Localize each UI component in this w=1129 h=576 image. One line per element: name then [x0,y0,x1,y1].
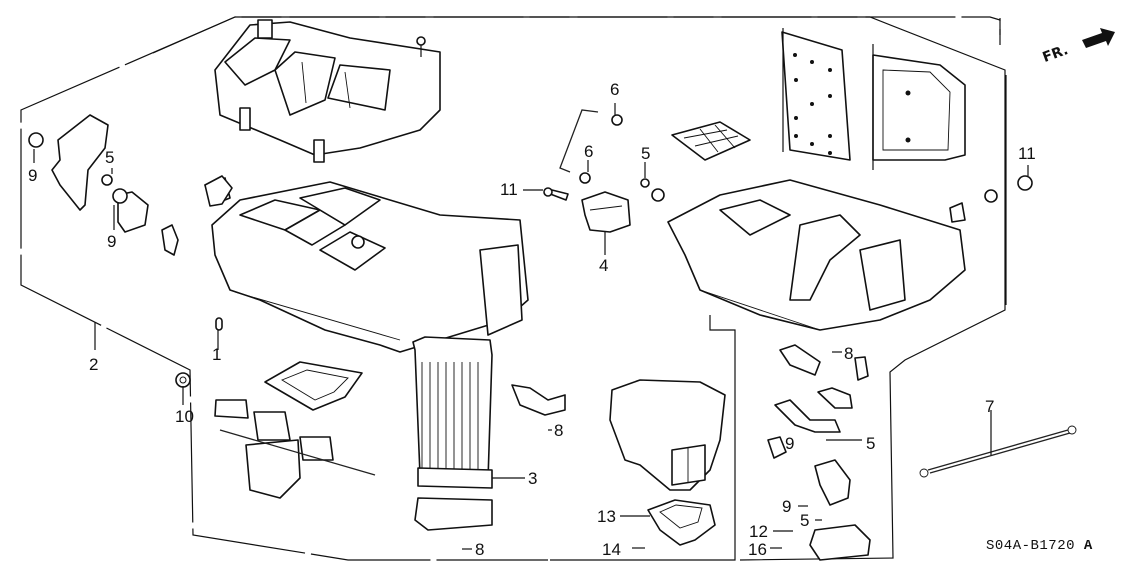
callout-3: 3 [528,469,538,488]
callout-10: 10 [175,407,194,426]
fasteners [215,114,665,331]
clip-icon [28,132,191,388]
callout-9: 9 [785,434,795,453]
grommet-and-clip [949,175,1033,223]
air-mix-door-panels [781,28,966,170]
callout-2: 2 [89,355,99,374]
callout-5: 5 [641,144,651,163]
callout-12: 11 [500,180,518,199]
heater-pipe-bracket [511,384,566,416]
cover [647,499,716,546]
callout-4: 4 [599,256,609,275]
diagram-code: S04A-B1720 A [986,538,1093,554]
diagram-revision: A [1083,538,1093,554]
callout-8: 8 [475,540,485,559]
lower-duct [609,379,726,491]
air-mix-door-lower [214,361,376,499]
linkage-rod [559,109,599,173]
control-cable [919,425,1077,478]
main-housing-left [204,177,529,353]
callout-1: 1 [212,345,222,364]
upper-duct-housing [214,19,441,163]
callout-13: 12 [749,522,768,541]
screw-top [416,36,426,57]
callout-16: 16 [748,540,767,559]
callout-9: 9 [107,232,117,251]
callout-11: 11 [1018,144,1036,163]
callout-5: 5 [105,148,115,167]
callout-5: 5 [800,511,810,530]
left-linkage-bracket [51,114,233,256]
right-lower-linkage [767,344,871,561]
callout-8: 8 [554,421,564,440]
callout-6: 6 [584,142,594,161]
main-housing-right [667,179,966,331]
callout-5: 5 [866,434,876,453]
assembly-boundary-line [20,16,1007,561]
heater-core [412,336,493,531]
callout-8: 8 [844,344,854,363]
mode-door-grid [671,121,751,161]
front-direction-arrow-icon [1082,28,1115,48]
callout-9: 9 [782,497,792,516]
callout-9: 9 [28,166,38,185]
callout-15: 14 [602,540,621,559]
motor-actuator [581,191,631,233]
callout-7: 7 [985,397,995,416]
diagram-code-number: S04A-B1720 [986,538,1076,554]
callout-6: 6 [610,80,620,99]
callout-leader-lines [33,103,1029,550]
callout-14: 13 [597,507,616,526]
